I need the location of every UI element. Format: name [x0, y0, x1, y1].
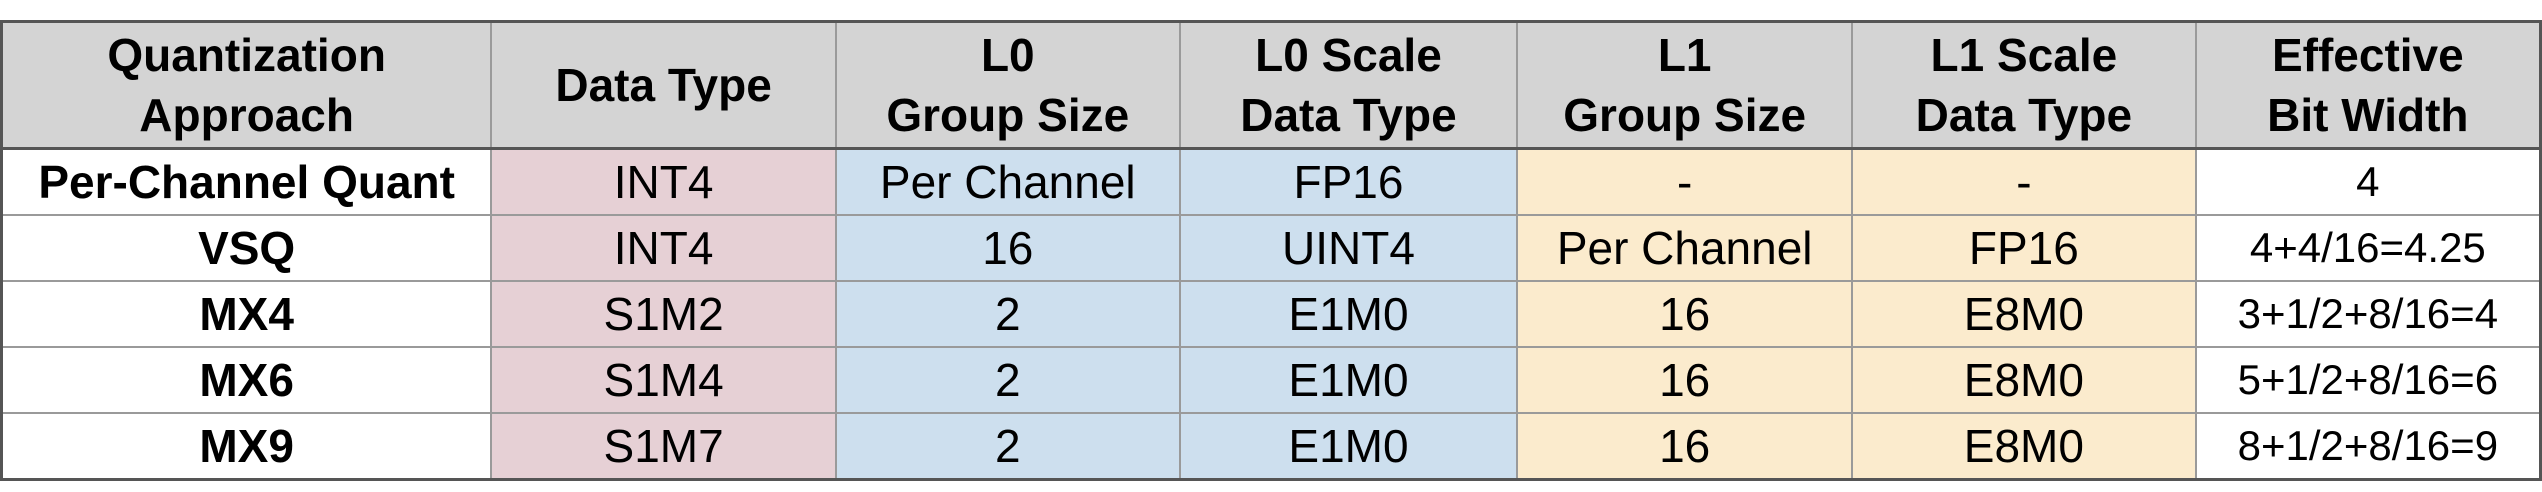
header-line: L0 Scale	[1255, 29, 1442, 81]
cell-effective-bit-width: 4+4/16=4.25	[2194, 214, 2542, 282]
cell-data-type: S1M4	[490, 346, 837, 414]
cell-l1-group-size: -	[1516, 147, 1854, 216]
cell-l1-scale-data-type: E8M0	[1851, 412, 2197, 481]
header-l1-group-size: L1 Group Size	[1516, 20, 1854, 150]
quantization-comparison-table: Quantization Approach Data Type L0 Group…	[0, 20, 2542, 481]
cell-l0-group-size: 2	[834, 346, 1181, 414]
cell-effective-bit-width: 5+1/2+8/16=6	[2194, 346, 2542, 414]
header-line: Data Type	[1915, 89, 2133, 141]
cell-l0-scale-data-type: E1M0	[1178, 412, 1519, 481]
cell-l1-group-size: 16	[1516, 280, 1854, 348]
header-line: Quantization	[107, 29, 386, 81]
cell-l0-group-size: 2	[834, 280, 1181, 348]
cell-l1-group-size: 16	[1516, 346, 1854, 414]
cell-l0-scale-data-type: UINT4	[1178, 214, 1519, 282]
header-line: Group Size	[1563, 89, 1807, 141]
table-row: MX9 S1M7 2 E1M0 16 E8M0 8+1/2+8/16=9	[0, 412, 2542, 481]
cell-l0-group-size: 2	[834, 412, 1181, 481]
cell-data-type: S1M7	[490, 412, 837, 481]
header-quantization-approach: Quantization Approach	[0, 20, 493, 150]
cell-effective-bit-width: 3+1/2+8/16=4	[2194, 280, 2542, 348]
cell-approach: MX9	[0, 412, 493, 481]
cell-l1-scale-data-type: FP16	[1851, 214, 2197, 282]
header-line: Group Size	[886, 89, 1130, 141]
quantization-table-container: Quantization Approach Data Type L0 Group…	[0, 20, 2542, 481]
cell-approach: Per-Channel Quant	[0, 147, 493, 216]
cell-l0-group-size: 16	[834, 214, 1181, 282]
header-line: Data Type	[1240, 89, 1457, 141]
cell-approach: MX4	[0, 280, 493, 348]
header-line: L1	[1657, 29, 1712, 81]
cell-data-type: INT4	[490, 147, 837, 216]
header-line: L1 Scale	[1930, 29, 2118, 81]
cell-approach: VSQ	[0, 214, 493, 282]
header-line: Bit Width	[2267, 89, 2469, 141]
cell-effective-bit-width: 4	[2194, 147, 2542, 216]
cell-effective-bit-width: 8+1/2+8/16=9	[2194, 412, 2542, 481]
header-line: Approach	[139, 89, 354, 141]
cell-l1-group-size: Per Channel	[1516, 214, 1854, 282]
cell-l0-group-size: Per Channel	[834, 147, 1181, 216]
table-row: MX6 S1M4 2 E1M0 16 E8M0 5+1/2+8/16=6	[0, 346, 2542, 414]
header-row: Quantization Approach Data Type L0 Group…	[0, 20, 2542, 150]
header-line: Data Type	[555, 59, 772, 111]
header-l0-group-size: L0 Group Size	[834, 20, 1181, 150]
cell-l1-scale-data-type: E8M0	[1851, 346, 2197, 414]
cell-data-type: S1M2	[490, 280, 837, 348]
cell-approach: MX6	[0, 346, 493, 414]
header-l0-scale-data-type: L0 Scale Data Type	[1178, 20, 1519, 150]
table-row: MX4 S1M2 2 E1M0 16 E8M0 3+1/2+8/16=4	[0, 280, 2542, 348]
table-row: VSQ INT4 16 UINT4 Per Channel FP16 4+4/1…	[0, 214, 2542, 282]
cell-l0-scale-data-type: E1M0	[1178, 346, 1519, 414]
header-line: Effective	[2271, 29, 2464, 81]
cell-data-type: INT4	[490, 214, 837, 282]
header-line: L0	[980, 29, 1035, 81]
table-header: Quantization Approach Data Type L0 Group…	[0, 20, 2542, 150]
header-effective-bit-width: Effective Bit Width	[2194, 20, 2542, 150]
table-row: Per-Channel Quant INT4 Per Channel FP16 …	[0, 147, 2542, 216]
cell-l0-scale-data-type: FP16	[1178, 147, 1519, 216]
table-body: Per-Channel Quant INT4 Per Channel FP16 …	[0, 147, 2542, 481]
header-l1-scale-data-type: L1 Scale Data Type	[1851, 20, 2197, 150]
cell-l1-scale-data-type: -	[1851, 147, 2197, 216]
cell-l1-scale-data-type: E8M0	[1851, 280, 2197, 348]
cell-l0-scale-data-type: E1M0	[1178, 280, 1519, 348]
header-data-type: Data Type	[490, 20, 837, 150]
cell-l1-group-size: 16	[1516, 412, 1854, 481]
